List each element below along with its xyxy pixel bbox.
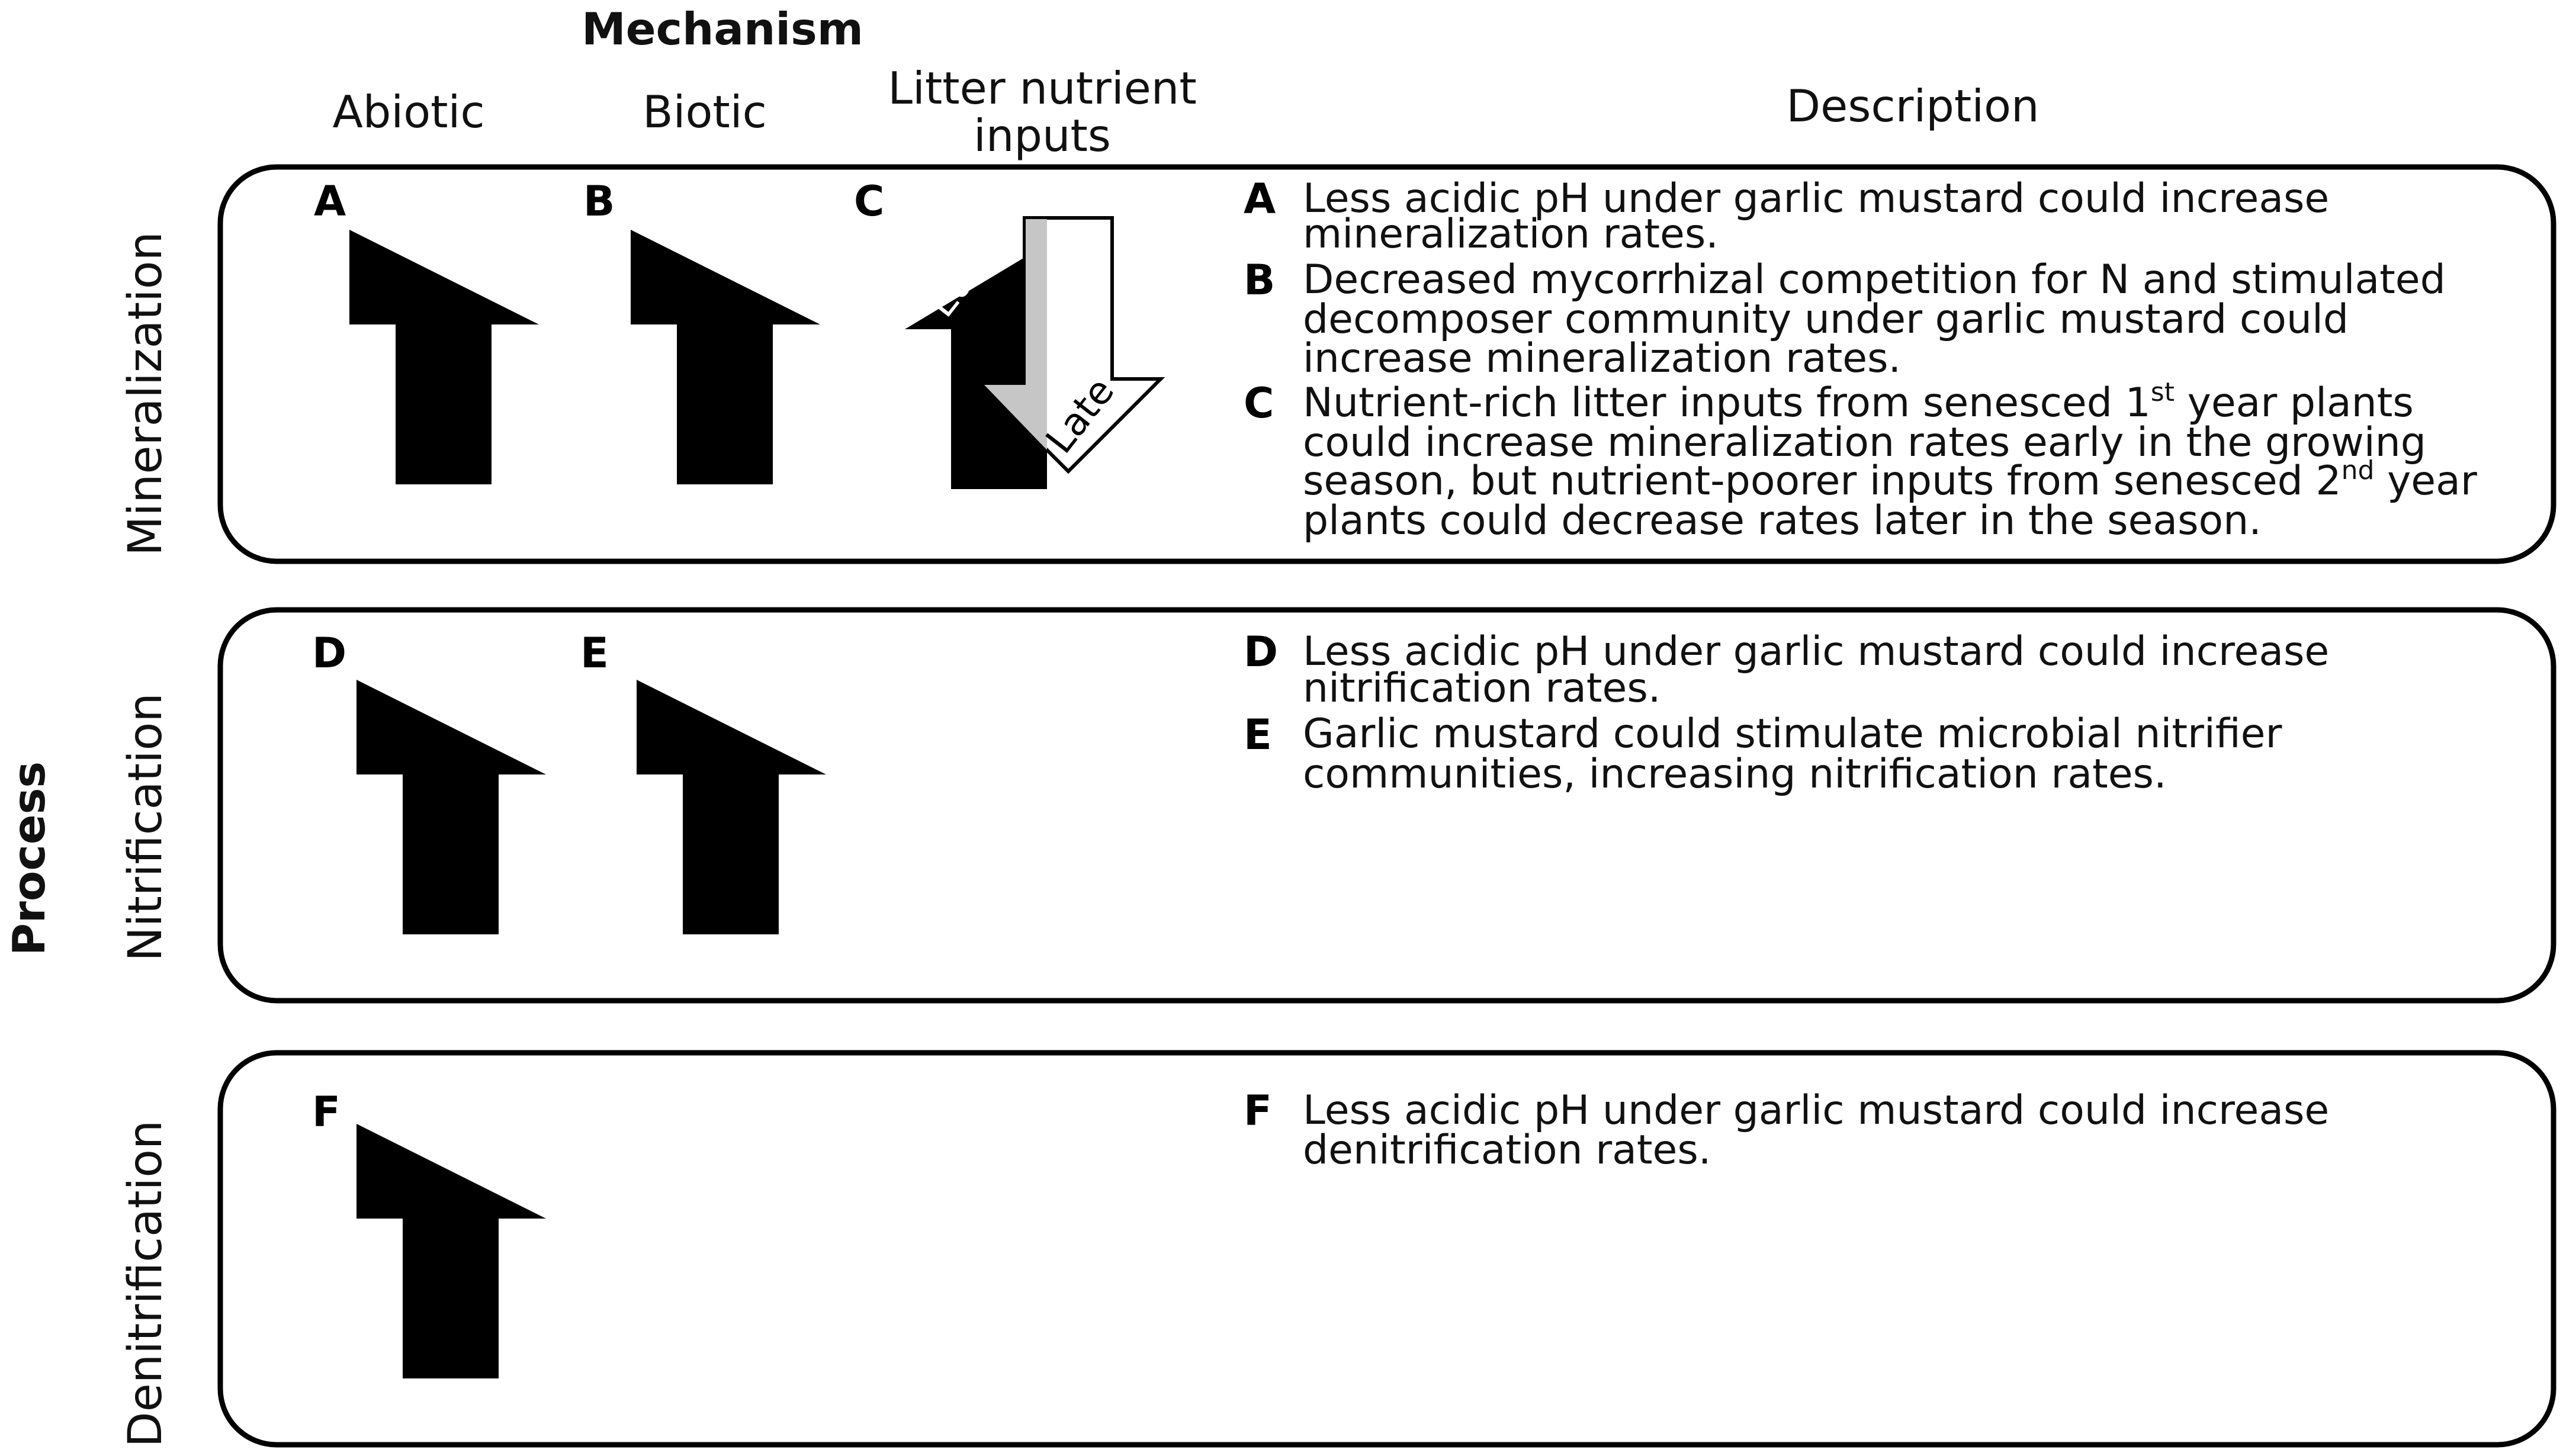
increase-arrow-b bbox=[631, 230, 820, 484]
header-litter-line2: inputs bbox=[974, 110, 1111, 162]
increase-arrow-e bbox=[637, 680, 826, 934]
desc-letter-b: B bbox=[1244, 256, 1275, 304]
desc-c-line3: season, but nutrient-poorer inputs from … bbox=[1303, 455, 2477, 504]
row-nitrification: Nitrification D E D Less acidic pH under… bbox=[119, 607, 2556, 1004]
increase-arrow-a bbox=[349, 230, 539, 484]
desc-letter-f: F bbox=[1244, 1087, 1272, 1135]
row-box-mineralization bbox=[217, 164, 2556, 564]
header-description: Description bbox=[1786, 80, 2039, 132]
row-label-mineralization: Mineralization bbox=[119, 232, 172, 556]
early-late-arrow-c: Early Late bbox=[905, 216, 1165, 489]
desc-c-line4: plants could decrease rates later in the… bbox=[1303, 497, 2262, 544]
row-box-nitrification bbox=[217, 607, 2556, 1004]
desc-letter-e: E bbox=[1244, 711, 1272, 759]
desc-d-line1: Less acidic pH under garlic mustard coul… bbox=[1303, 628, 2329, 675]
row-mineralization: Mineralization A B C Early Late A Less a… bbox=[119, 164, 2556, 564]
header-biotic: Biotic bbox=[643, 86, 767, 138]
desc-f-line1: Less acidic pH under garlic mustard coul… bbox=[1303, 1087, 2329, 1134]
header-mechanism: Mechanism bbox=[582, 3, 863, 55]
increase-arrow-d bbox=[356, 680, 546, 934]
panel-letter-b: B bbox=[583, 177, 615, 226]
process-label: Process bbox=[3, 761, 55, 956]
desc-letter-a: A bbox=[1244, 175, 1276, 223]
desc-e-line1: Garlic mustard could stimulate microbial… bbox=[1303, 711, 2282, 757]
desc-c-line1: Nutrient-rich litter inputs from senesce… bbox=[1303, 377, 2414, 426]
header-abiotic: Abiotic bbox=[332, 86, 484, 138]
panel-letter-d: D bbox=[312, 629, 346, 677]
row-box-denitrification bbox=[217, 1050, 2556, 1448]
desc-letter-d: D bbox=[1244, 628, 1278, 676]
panel-letter-c: C bbox=[854, 177, 884, 226]
desc-a-line2: mineralization rates. bbox=[1303, 211, 1719, 258]
desc-d-line2: nitrification rates. bbox=[1303, 665, 1661, 712]
desc-c-line2: could increase mineralization rates earl… bbox=[1303, 419, 2426, 466]
panel-letter-e: E bbox=[580, 629, 609, 677]
late-grey-fill bbox=[984, 219, 1047, 450]
panel-letter-a: A bbox=[314, 177, 346, 226]
desc-b-line3: increase mineralization rates. bbox=[1303, 335, 1901, 382]
desc-b-line2: decomposer community under garlic mustar… bbox=[1303, 296, 2349, 343]
desc-a-line1: Less acidic pH under garlic mustard coul… bbox=[1303, 175, 2329, 222]
desc-b-line1: Decreased mycorrhizal competition for N … bbox=[1303, 256, 2446, 303]
desc-letter-c: C bbox=[1244, 379, 1274, 428]
increase-arrow-f bbox=[356, 1124, 546, 1378]
desc-e-line2: communities, increasing nitrification ra… bbox=[1303, 751, 2167, 798]
row-denitrification: Denitrification F F Less acidic pH under… bbox=[119, 1050, 2556, 1448]
header-litter-line1: Litter nutrient bbox=[888, 62, 1196, 114]
row-label-denitrification: Denitrification bbox=[119, 1120, 172, 1448]
desc-f-line2: denitrification rates. bbox=[1303, 1127, 1711, 1174]
row-label-nitrification: Nitrification bbox=[119, 693, 172, 962]
panel-letter-f: F bbox=[312, 1088, 341, 1136]
